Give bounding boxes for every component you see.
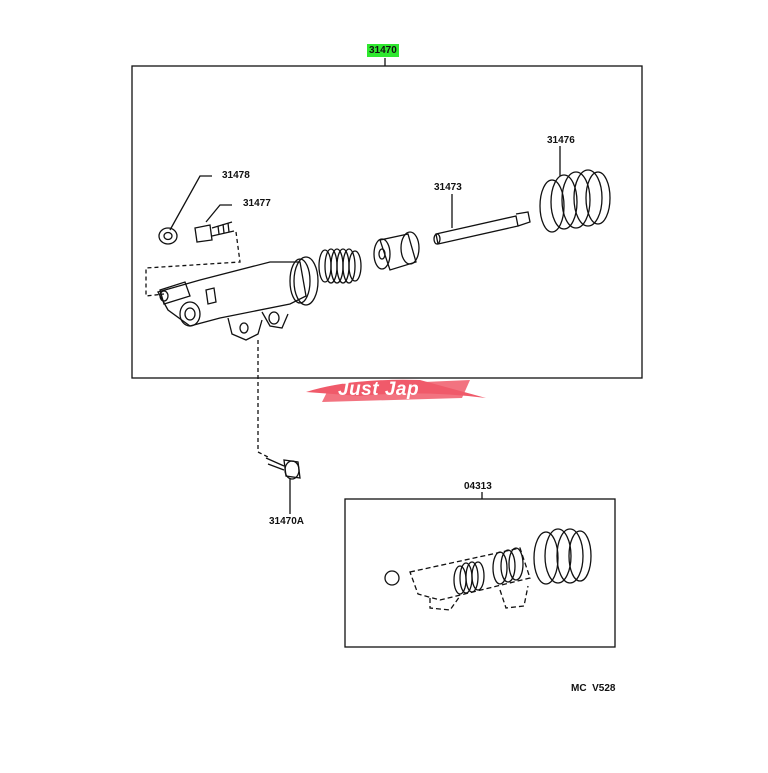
piston-spring-part	[318, 248, 362, 284]
bleeder-plug-part	[194, 221, 235, 243]
guide-dash-bolt	[257, 340, 271, 459]
push-rod-part	[433, 211, 531, 245]
label-31470: 31470	[367, 44, 399, 57]
bleeder-cap-part	[158, 227, 178, 245]
label-31476: 31476	[547, 135, 575, 146]
label-31473: 31473	[434, 182, 462, 193]
cylinder-body-part	[157, 256, 319, 341]
diagram-code: MC V528	[571, 683, 616, 694]
label-31477: 31477	[243, 198, 271, 209]
piston-part	[373, 231, 420, 271]
label-04313: 04313	[464, 481, 492, 492]
watermark-logo	[306, 379, 486, 402]
leader-31477	[205, 204, 232, 223]
label-31470A: 31470A	[269, 516, 305, 527]
boot-part	[539, 169, 611, 233]
leader-31478	[169, 175, 212, 231]
guide-dash-upper	[145, 231, 241, 297]
label-31478: 31478	[222, 170, 250, 181]
watermark-text: Just Jap	[338, 379, 420, 400]
repair-kit-frame	[344, 498, 616, 648]
repair-kit-parts	[384, 528, 592, 611]
assembly-frame	[131, 65, 643, 379]
bolt-part	[265, 457, 301, 514]
